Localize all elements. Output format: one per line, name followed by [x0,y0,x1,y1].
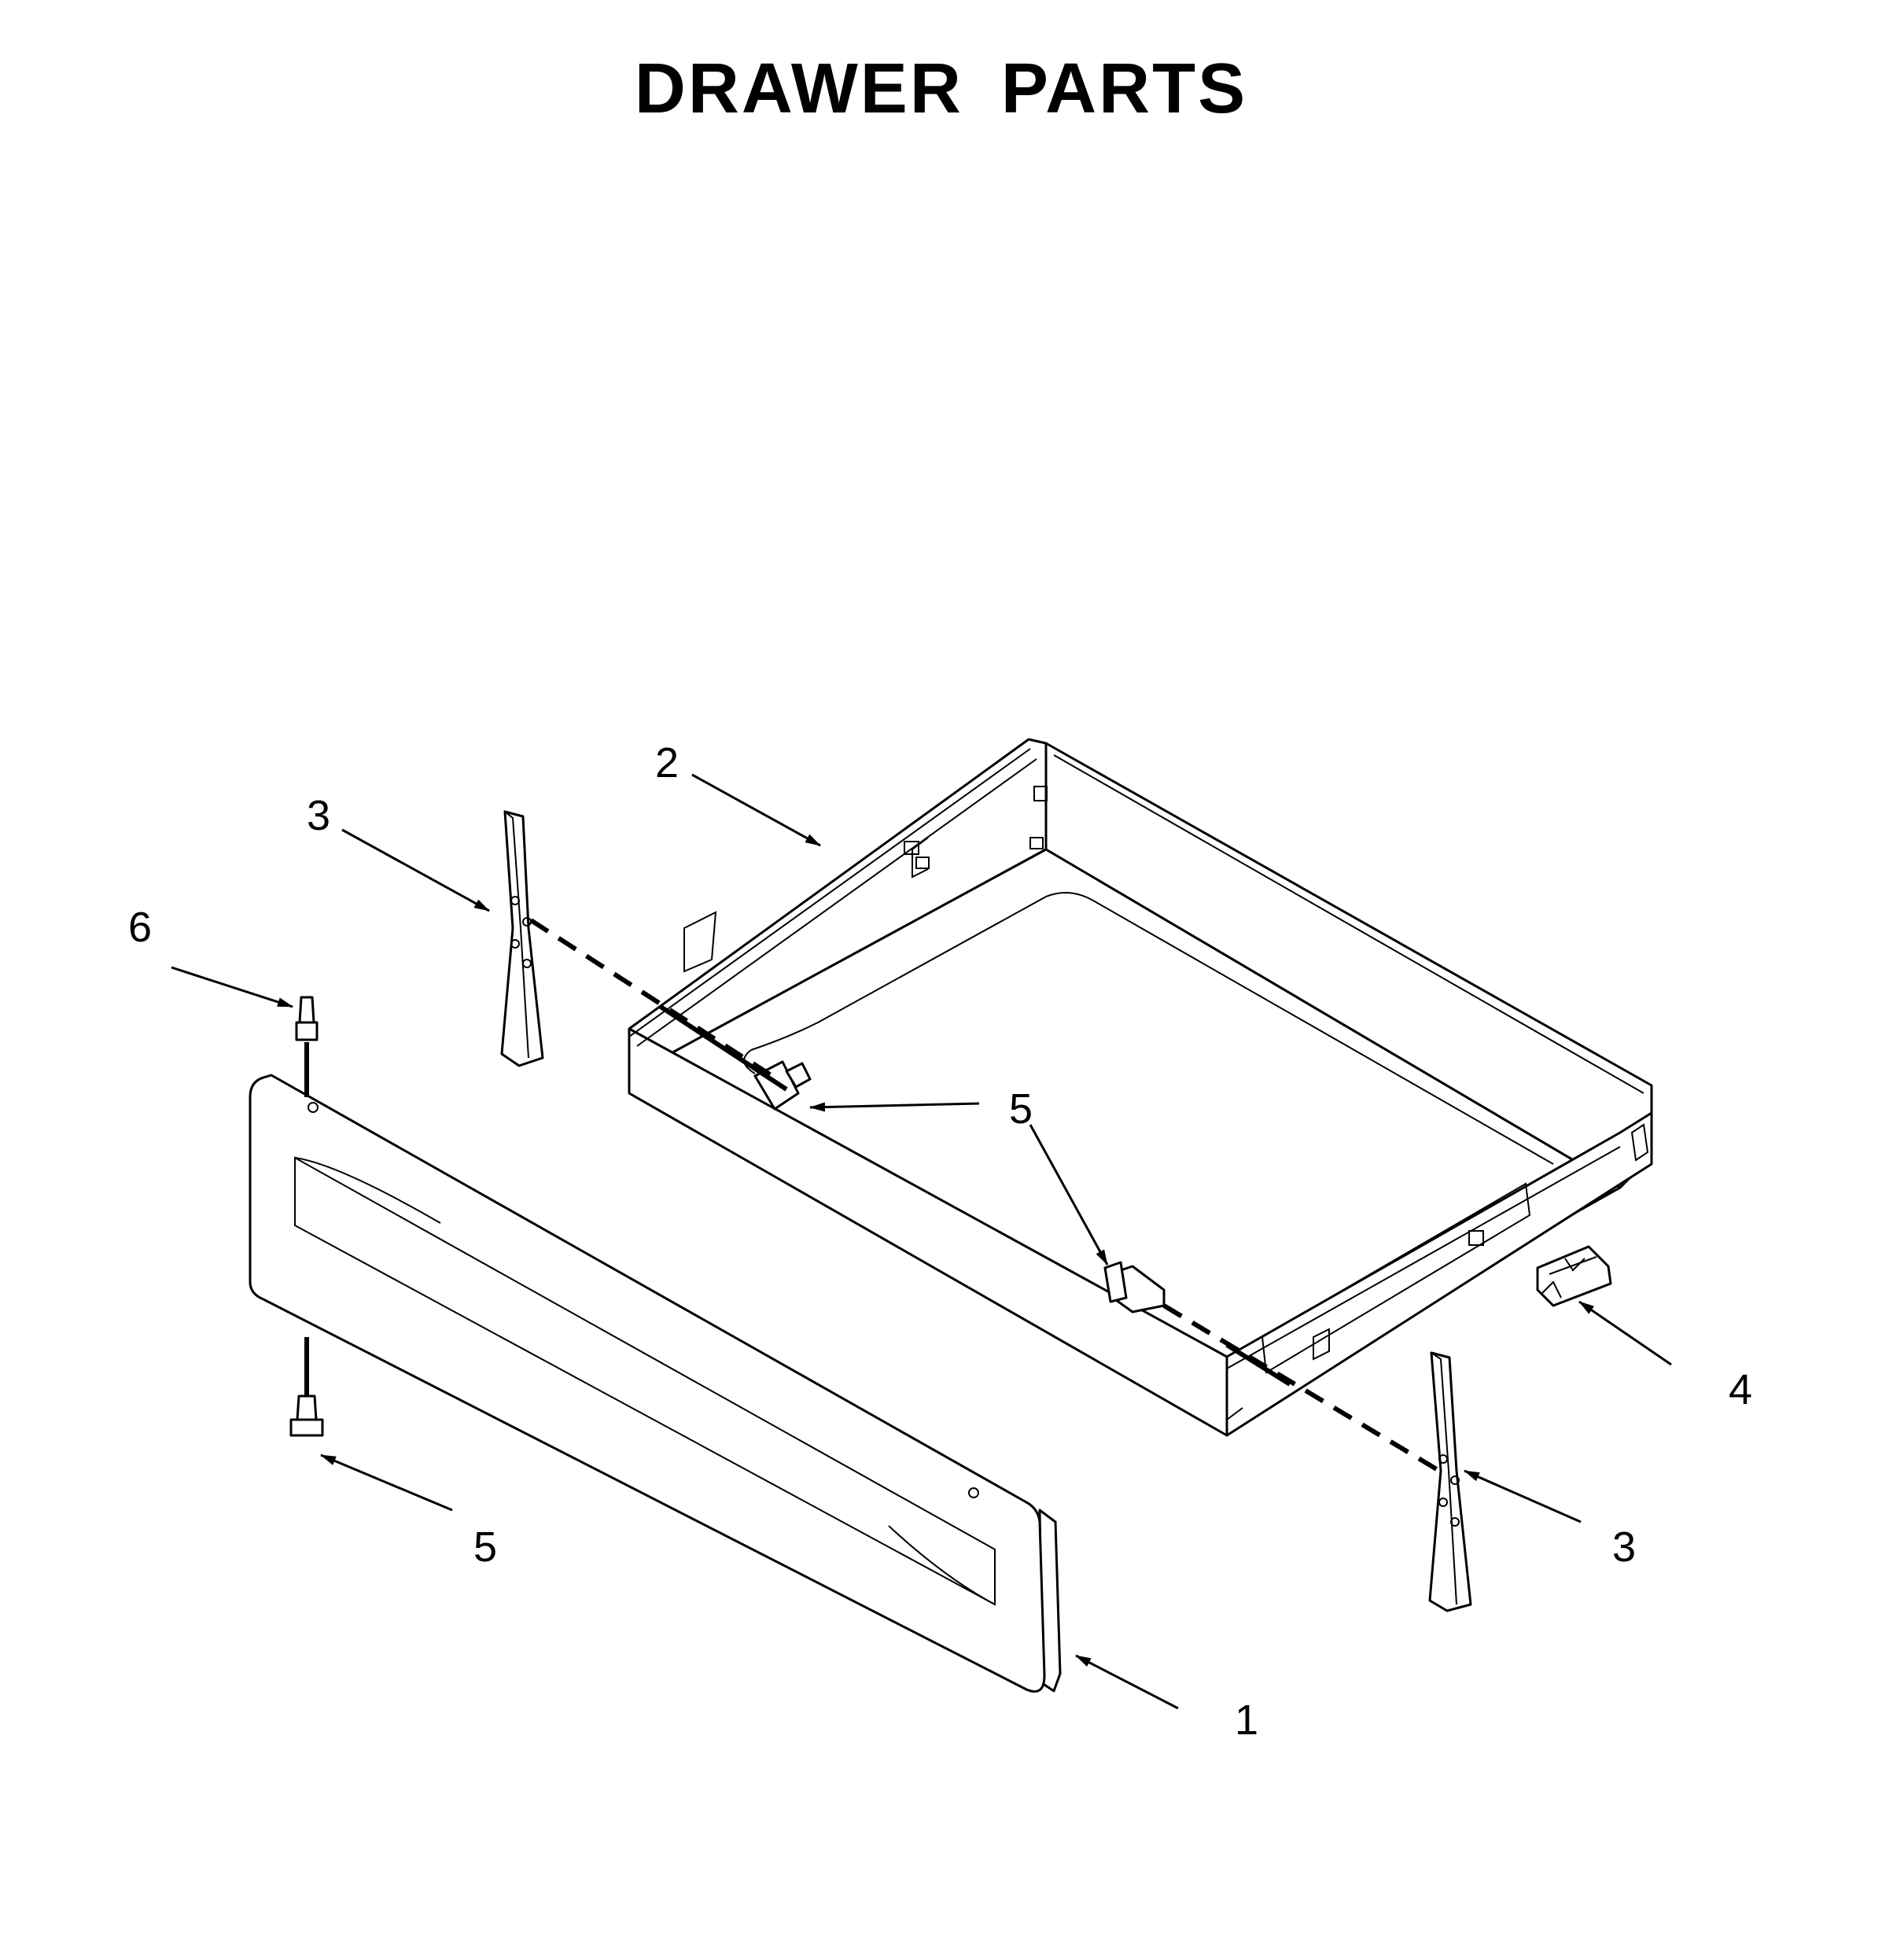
callout-4: 4 [1729,1366,1752,1413]
callout-3-right: 3 [1612,1523,1636,1571]
screw-lower-left [289,1394,324,1437]
guide-pin [295,996,319,1041]
drawer-front-panel [249,1074,1062,1693]
page-title: DRAWER PARTS [634,50,1248,128]
callout-2: 2 [655,739,679,787]
callout-5-lower-left: 5 [473,1523,497,1571]
drawer-clip [1536,1245,1612,1307]
slide-bracket-left [500,810,544,1067]
callout-5-center: 5 [1009,1085,1033,1133]
callout-1: 1 [1235,1697,1258,1744]
callout-3-left: 3 [307,792,330,839]
drawer-pan [628,738,1653,1437]
callout-6: 6 [128,904,152,951]
slide-bracket-right [1428,1351,1472,1612]
